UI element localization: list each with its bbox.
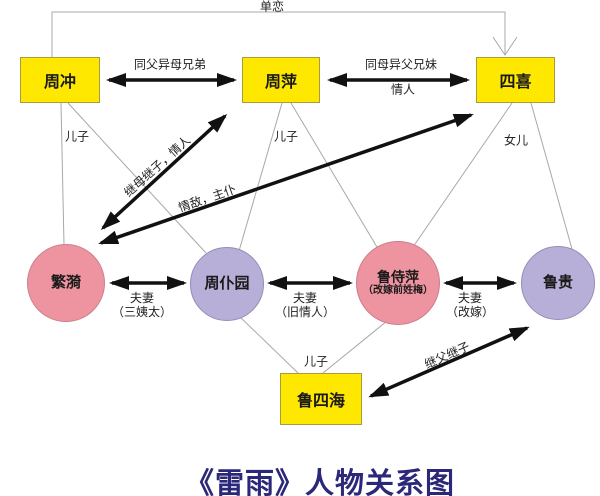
label-son-lu-si-hai: 儿子: [303, 354, 329, 369]
label-son-zhou-ping: 儿子: [273, 129, 299, 144]
line-zhouping-zhoupuyuan: [238, 102, 283, 252]
line-zhoupuyuan-lusihai: [238, 315, 299, 374]
node-lu-gui: 鲁贵: [521, 246, 595, 320]
node-zhou-pu-yuan: 周仆园: [190, 247, 264, 321]
label-couple-old-lovers-main: 夫妻: [292, 291, 318, 305]
node-lu-si-hai: 鲁四海: [280, 373, 362, 425]
node-lu-gui-label: 鲁贵: [542, 274, 573, 292]
node-fan-yi-label: 繁漪: [50, 274, 81, 292]
node-lu-shi-ping-label: 鲁侍萍: [377, 269, 419, 286]
label-half-brothers: 同父异母兄弟: [133, 57, 207, 72]
arrowhead-unrequited-love: [492, 36, 518, 56]
line-lushiping-lusihai: [322, 320, 388, 374]
label-daughter-si-xi: 女儿: [503, 133, 529, 148]
node-zhou-ping-label: 周萍: [264, 74, 297, 91]
node-zhou-chong-label: 周冲: [43, 74, 76, 91]
arrow-lusihai-lugui: [368, 326, 530, 398]
line-sixi-lugui: [530, 102, 573, 250]
line-zhouchong-fanyi: [60, 102, 65, 246]
label-lovers: 情人: [390, 82, 416, 97]
node-lu-shi-ping: 鲁侍萍 （改嫁前姓梅）: [356, 241, 440, 325]
label-couple-remarried-note: （改嫁）: [445, 305, 495, 319]
node-si-xi: 四喜: [476, 57, 555, 103]
label-couple-concubine: 夫妻 （三姨太）: [112, 291, 172, 319]
diagram-title: 《雷雨》人物关系图: [184, 468, 456, 496]
node-zhou-ping: 周萍: [242, 57, 320, 103]
node-fan-yi: 繁漪: [27, 244, 105, 322]
arrow-fanyi-sixi: [98, 113, 474, 245]
line-unrequited-love: [51, 11, 506, 57]
label-couple-concubine-note: （三姨太）: [111, 305, 173, 319]
label-son-zhou-chong: 儿子: [64, 129, 90, 144]
node-si-xi-label: 四喜: [499, 74, 532, 91]
node-zhou-pu-yuan-label: 周仆园: [204, 275, 250, 293]
node-lu-si-hai-label: 鲁四海: [296, 393, 345, 410]
label-couple-remarried: 夫妻 （改嫁）: [446, 291, 494, 319]
line-zhouping-lushiping: [290, 102, 378, 248]
node-zhou-chong: 周冲: [20, 57, 100, 103]
node-lu-shi-ping-note: （改嫁前姓梅）: [363, 285, 433, 297]
label-couple-old-lovers: 夫妻 （旧情人）: [275, 291, 335, 319]
label-unrequited-love: 单恋: [259, 0, 285, 14]
label-couple-old-lovers-note: （旧情人）: [274, 305, 336, 319]
label-couple-remarried-main: 夫妻: [457, 291, 483, 305]
label-couple-concubine-main: 夫妻: [129, 291, 155, 305]
label-half-siblings: 同母异父兄妹: [364, 57, 438, 72]
arrow-fanyi-zhouping: [100, 113, 228, 231]
line-sixi-lushiping: [412, 102, 513, 248]
